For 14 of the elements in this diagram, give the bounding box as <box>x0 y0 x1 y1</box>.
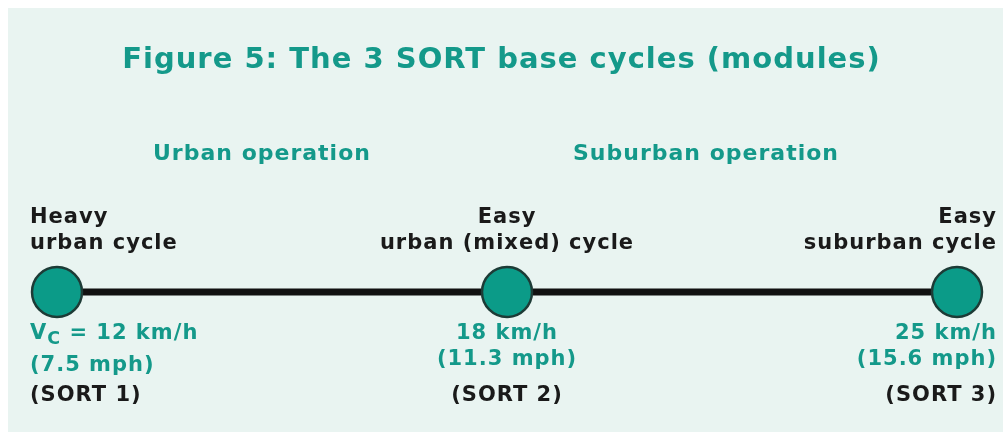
cycle-name: Easy urban (mixed) cycle <box>379 203 635 255</box>
cycle-name: Heavy urban cycle <box>30 203 178 255</box>
module-name: (SORT 1) <box>30 381 143 407</box>
module-name: (SORT 3) <box>884 381 997 407</box>
connector-line <box>83 288 481 296</box>
section-heading: Urban operation <box>153 140 371 165</box>
connector-line <box>533 288 931 296</box>
section-heading: Suburban operation <box>573 140 839 165</box>
speed-value: 18 km/h (11.3 mph) <box>436 319 578 371</box>
speed-value: 25 km/h (15.6 mph) <box>856 319 997 371</box>
title: Figure 5: The 3 SORT base cycles (modules) <box>121 40 882 76</box>
cycle-name: Easy suburban cycle <box>803 203 997 255</box>
module-name: (SORT 2) <box>450 381 564 407</box>
speed-value: V$_{C}$ = 12 km/h (7.5 mph) <box>30 319 199 378</box>
